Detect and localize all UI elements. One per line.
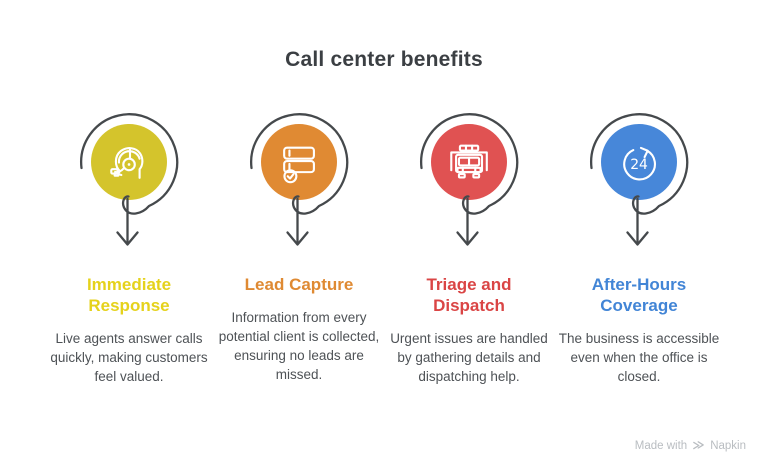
emergency-truck-icon xyxy=(450,144,488,179)
arrow-head xyxy=(286,231,309,246)
24-hours-icon: 24 xyxy=(623,146,656,181)
napkin-watermark[interactable]: Made with Napkin xyxy=(635,439,746,452)
arrow-head xyxy=(626,231,649,246)
circle-arrow-graphic: 24 xyxy=(590,113,689,246)
benefit-circle xyxy=(91,124,167,200)
arrow-head xyxy=(116,231,139,246)
benefits-row: Immediate Response Live agents answer ca… xyxy=(0,102,768,386)
circle-arrow-graphic xyxy=(420,113,519,246)
spiral-arrow-arc xyxy=(420,113,519,215)
svg-text:24: 24 xyxy=(630,157,648,173)
watermark-brand: Napkin xyxy=(710,439,746,452)
benefit-description: Urgent issues are handled by gathering d… xyxy=(390,331,548,384)
benefit-heading: Lead Capture xyxy=(244,275,354,294)
benefit-circle xyxy=(601,124,677,200)
benefit-description: Information from every potential client … xyxy=(218,310,380,382)
benefit-column-after-hours-coverage: 24 After-Hours Coverage The business is … xyxy=(554,102,724,386)
watermark-text: Made with xyxy=(634,439,688,452)
benefit-heading: Immediate Response xyxy=(86,275,172,315)
circle-arrow-graphic xyxy=(250,113,349,246)
napkin-logo-icon xyxy=(693,441,705,450)
spiral-arrow-arc xyxy=(590,113,689,215)
benefit-column-lead-capture: Lead Capture Information from every pote… xyxy=(214,102,384,386)
page-title: Call center benefits xyxy=(285,48,483,71)
agent-headset-icon xyxy=(110,147,144,179)
spiral-arrow-arc xyxy=(250,113,349,215)
benefit-column-immediate-response: Immediate Response Live agents answer ca… xyxy=(44,102,214,386)
lead-list-check-icon xyxy=(283,146,315,184)
benefit-column-triage-and-dispatch: Triage and Dispatch Urgent issues are ha… xyxy=(384,102,554,386)
benefit-heading: After-Hours Coverage xyxy=(591,275,687,315)
arrow-head xyxy=(456,231,479,246)
benefit-description: The business is accessible even when the… xyxy=(558,331,720,384)
benefit-heading: Triage and Dispatch xyxy=(426,275,512,315)
circle-arrow-graphic xyxy=(80,113,179,246)
spiral-arrow-arc xyxy=(80,113,179,215)
benefit-description: Live agents answer calls quickly, making… xyxy=(50,331,208,384)
